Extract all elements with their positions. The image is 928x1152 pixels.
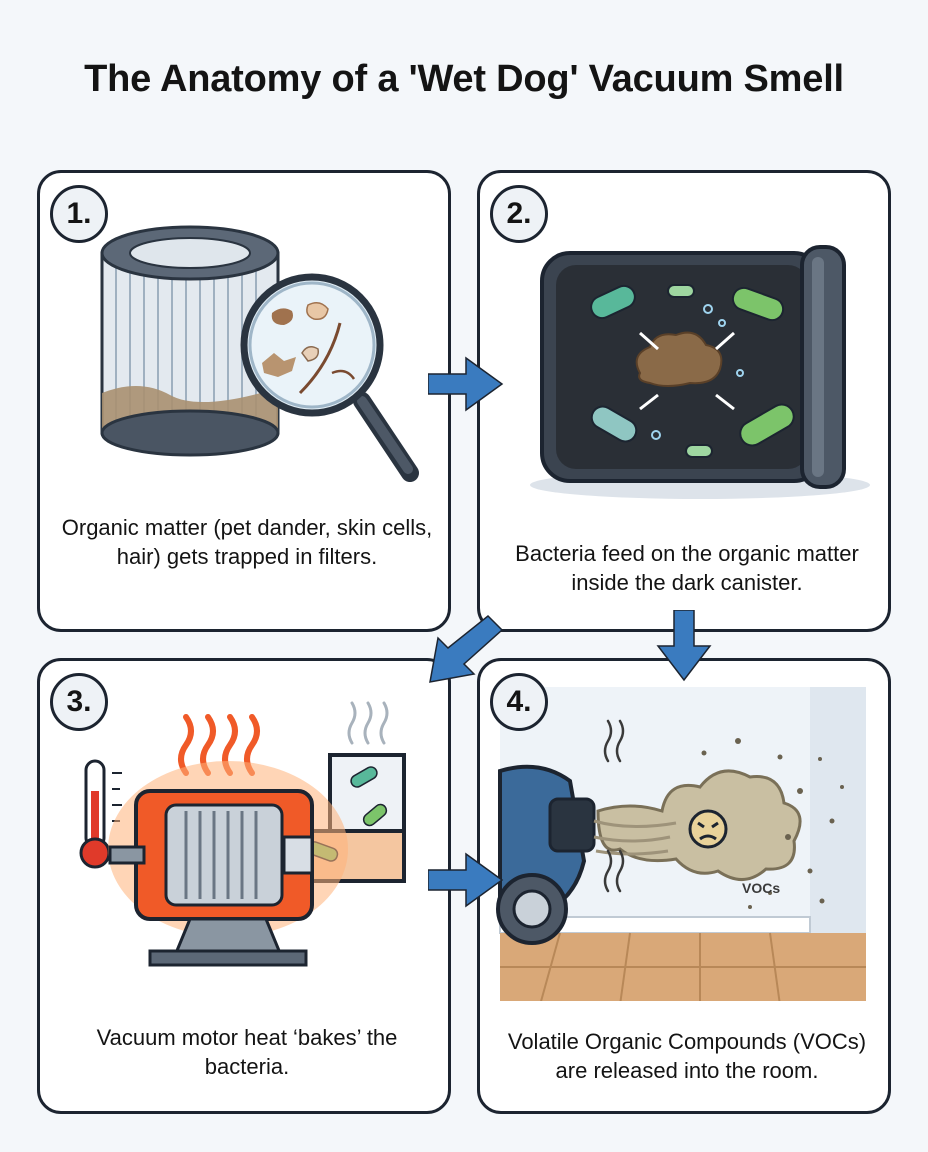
frown-face-icon: [688, 809, 728, 849]
step-2-caption: Bacteria feed on the organic matter insi…: [515, 541, 859, 595]
motor-illustration: [79, 701, 406, 967]
vocs-label: VOCs: [742, 880, 780, 896]
bacteria-icon: [590, 284, 795, 458]
motor-icon: [108, 761, 348, 967]
canister-illustration: [530, 245, 870, 499]
step-2-badge: 2.: [490, 185, 548, 243]
step-3-badge: 3.: [50, 673, 108, 731]
step-1-panel: 1.: [37, 170, 451, 632]
page-title: The Anatomy of a 'Wet Dog' Vacuum Smell: [84, 58, 844, 100]
arrow-diagonal-icon: [429, 614, 504, 683]
magnifying-glass-icon: [240, 273, 419, 482]
arrow-right-bottom-icon: [428, 852, 504, 908]
filter-illustration: [100, 225, 419, 482]
step-4-caption: Volatile Organic Compounds (VOCs) are re…: [507, 1029, 867, 1083]
step-2-panel: 2. Bacteria feed on the orga: [477, 170, 891, 632]
arrow-right-top-icon: [428, 356, 504, 412]
step-3-caption: Vacuum motor heat ‘bakes’ the bacteria.: [96, 1025, 398, 1079]
step-3-panel: 3.: [37, 658, 451, 1114]
step-1-badge: 1.: [50, 185, 108, 243]
step-1-caption: Organic matter (pet dander, skin cells, …: [61, 515, 433, 569]
arrow-down-icon: [656, 610, 712, 682]
vacuum-icon: [496, 764, 596, 945]
filter-icon: [100, 225, 280, 457]
step-4-panel: 4.: [477, 658, 891, 1114]
thermometer-icon: [79, 759, 122, 869]
step-4-badge: 4.: [490, 673, 548, 731]
room-illustration: VOCs: [496, 687, 866, 1001]
